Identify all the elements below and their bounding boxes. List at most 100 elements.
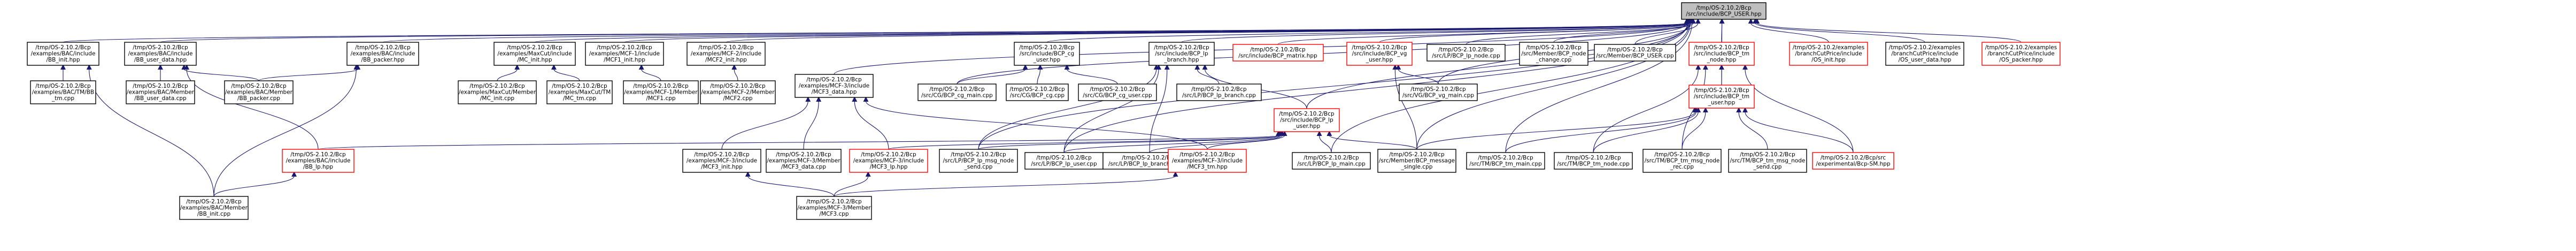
- node-bcp-lp-main-cpp[interactable]: /tmp/OS-2.10.2/Bcp/src/LP/BCP_lp_main.cp…: [1292, 152, 1371, 170]
- node-mcf1-cpp[interactable]: /tmp/OS-2.10.2/Bcp/examples/MCF-1/Member…: [623, 80, 699, 104]
- node-bcp-lp-user-cpp[interactable]: /tmp/OS-2.10.2/Bcp/src/LP/BCP_lp_user.cp…: [1024, 152, 1104, 170]
- node-label-line: /tmp/OS-2.10.2/Bcp: [1740, 151, 1795, 158]
- node-mcf3-tm-hpp[interactable]: /tmp/OS-2.10.2/Bcp/examples/MCF-3/includ…: [1168, 149, 1247, 173]
- node-label-line: _node.hpp: [1707, 57, 1737, 63]
- node-label-line: _user.hpp: [1293, 123, 1321, 130]
- node-label-line: /tmp/OS-2.10.2/examples: [1793, 44, 1864, 51]
- node-box: [796, 196, 872, 220]
- node-bcp-user-cpp[interactable]: /tmp/OS-2.10.2/Bcp/src/Member/BCP_USER.c…: [1594, 44, 1676, 62]
- node-bcp-matrix-hpp[interactable]: /tmp/OS-2.10.2/Bcp/src/include/BCP_matri…: [1232, 44, 1324, 62]
- node-label-line: /tmp/OS-2.10.2/Bcp: [633, 83, 689, 89]
- node-mcf2-init-hpp[interactable]: /tmp/OS-2.10.2/Bcp/examples/MCF-2/includ…: [687, 42, 766, 66]
- node-bcp-tm-node-hpp[interactable]: /tmp/OS-2.10.2/Bcp/src/include/BCP_tm_no…: [1688, 42, 1755, 66]
- node-box: [1594, 44, 1676, 62]
- node-bac-bb-init-hpp[interactable]: /tmp/OS-2.10.2/Bcp/examples/BAC/include/…: [27, 42, 99, 66]
- node-maxcut-mc-init-hpp[interactable]: /tmp/OS-2.10.2/Bcp/examples/MaxCut/inclu…: [493, 42, 576, 66]
- node-box: [1688, 42, 1755, 66]
- node-mcf2-cpp[interactable]: /tmp/OS-2.10.2/Bcp/examples/MCF-2/Member…: [700, 80, 776, 104]
- node-bcp-tm-user-hpp[interactable]: /tmp/OS-2.10.2/Bcp/src/include/BCP_tm_us…: [1688, 85, 1755, 109]
- node-bac-bb-lp-hpp[interactable]: /tmp/OS-2.10.2/Bcp/examples/BAC/include/…: [282, 149, 354, 173]
- node-root[interactable]: /tmp/OS-2.10.2/Bcp/src/include/BCP_USER.…: [1681, 2, 1767, 20]
- node-label-line: /examples/BAC/include: [31, 51, 96, 57]
- node-bac-bb-user-data-hpp[interactable]: /tmp/OS-2.10.2/Bcp/examples/BAC/include/…: [124, 42, 197, 66]
- node-label-line: /tmp/OS-2.10.2/Bcp: [1122, 155, 1177, 161]
- node-os-user-data-hpp[interactable]: /tmp/OS-2.10.2/examples/branchCutPrice/i…: [1885, 42, 1964, 66]
- node-label-line: /branchCutPrice/include: [1795, 51, 1862, 57]
- node-bcp-lp-branch-hpp[interactable]: /tmp/OS-2.10.2/Bcp/src/include/BCP_lp_br…: [1148, 42, 1215, 66]
- node-box: [27, 42, 99, 66]
- node-label-line: /tmp/OS-2.10.2/Bcp: [35, 83, 91, 89]
- node-label-line: /examples/MaxCut/TM: [549, 89, 611, 96]
- node-box: [1232, 44, 1324, 62]
- node-bcp-lp-user-hpp[interactable]: /tmp/OS-2.10.2/Bcp/src/include/BCP_lp_us…: [1274, 108, 1340, 132]
- node-bac-bb-tm-cpp[interactable]: /tmp/OS-2.10.2/Bcp/examples/BAC/TM/BB_tm…: [30, 80, 96, 104]
- node-box: [766, 149, 842, 173]
- node-box: [1642, 149, 1722, 173]
- node-label-line: _rec.cpp: [1670, 164, 1694, 170]
- node-box: [1812, 152, 1894, 170]
- node-label-line: /tmp/OS-2.10.2/Bcp: [951, 151, 1006, 158]
- edge-bcp-tm-node-cpp-to-bcp-tm-user-hpp: [1593, 107, 1701, 153]
- node-label-line: /examples/MCF-3/include: [1172, 158, 1243, 164]
- node-maxcut-mc-tm-cpp[interactable]: /tmp/OS-2.10.2/Bcp/examples/MaxCut/TM/MC…: [546, 80, 613, 104]
- node-bcp-lp-node-cpp[interactable]: /tmp/OS-2.10.2/Bcp/src/LP/BCP_lp_node.cp…: [1426, 44, 1506, 62]
- node-bcp-vg-user-hpp[interactable]: /tmp/OS-2.10.2/Bcp/src/include/BCP_vg_us…: [1346, 42, 1413, 66]
- node-label-line: /BB_packer.cpp: [237, 95, 280, 102]
- node-bac-bb-packer-hpp[interactable]: /tmp/OS-2.10.2/Bcp/examples/BAC/include/…: [346, 42, 419, 66]
- node-label-line: /BB_init.hpp: [46, 57, 80, 63]
- node-label-line: /tmp/OS-2.10.2/Bcp: [133, 83, 188, 89]
- node-bcp-lp-msg-node-send-cpp[interactable]: /tmp/OS-2.10.2/Bcp/src/LP/BCP_lp_msg_nod…: [939, 149, 1018, 173]
- node-os-init-hpp[interactable]: /tmp/OS-2.10.2/examples/branchCutPrice/i…: [1789, 42, 1868, 66]
- edge-bac-bb-init-cpp-to-bac-bb-lp-hpp: [213, 171, 297, 197]
- edge-mcf3-cpp-to-mcf3-init-hpp: [745, 171, 835, 197]
- node-bcp-cg-main-cpp[interactable]: /tmp/OS-2.10.2/Bcp/src/CG/BCP_cg_main.cp…: [917, 83, 997, 101]
- node-bcp-cg-user-cpp[interactable]: /tmp/OS-2.10.2/Bcp/src/CG/BCP_cg_user.cp…: [1078, 83, 1157, 101]
- node-label-line: /src/include/BCP_tm: [1694, 94, 1749, 100]
- node-label-line: /examples/MCF-2/Member: [701, 89, 775, 96]
- node-mcf3-data-cpp[interactable]: /tmp/OS-2.10.2/Bcp/examples/MCF-3/Member…: [766, 149, 842, 173]
- node-box: [126, 80, 195, 104]
- node-box: [1728, 149, 1807, 173]
- node-label-line: /examples/MCF-2/include: [691, 51, 761, 57]
- node-box: [1346, 42, 1413, 66]
- node-label-line: /src/LP/BCP_lp_branch.cpp: [1182, 93, 1256, 99]
- node-mcf3-data-hpp[interactable]: /tmp/OS-2.10.2/Bcp/examples/MCF-3/includ…: [795, 74, 874, 98]
- edge-mcf3-init-hpp-to-mcf3-data-hpp: [721, 96, 811, 150]
- edge-bcp-lp-msg-node-send-cpp-to-bcp-lp-branch-hpp: [978, 64, 1159, 150]
- node-label-line: /BB_packer.hpp: [361, 57, 405, 63]
- node-label-line: /examples/BAC/include: [351, 51, 415, 57]
- node-mcf3-lp-hpp[interactable]: /tmp/OS-2.10.2/Bcp/examples/MCF-3/includ…: [849, 149, 928, 173]
- node-label-line: /MCF3_lp.hpp: [870, 164, 908, 170]
- node-os-packer-hpp[interactable]: /tmp/OS-2.10.2/examples/branchCutPrice/i…: [1981, 42, 2061, 66]
- edge-bcp-sm-hpp-to-bcp-tm-node-hpp: [1742, 64, 1854, 153]
- node-bcp-cg-user-hpp[interactable]: /tmp/OS-2.10.2/Bcp/src/include/BCP_cg_us…: [1014, 42, 1080, 66]
- node-box: [1176, 83, 1262, 101]
- node-bcp-tm-main-cpp[interactable]: /tmp/OS-2.10.2/Bcp/src/TM/BCP_tm_main.cp…: [1466, 152, 1545, 170]
- node-box: [124, 42, 197, 66]
- node-bac-bb-init-cpp[interactable]: /tmp/OS-2.10.2/Bcp/examples/BAC/Member/B…: [179, 196, 249, 220]
- node-maxcut-mc-init-cpp[interactable]: /tmp/OS-2.10.2/Bcp/examples/MaxCut/Membe…: [458, 80, 537, 104]
- node-box: [458, 80, 537, 104]
- edge-bcp-cg-user-cpp-to-bcp-cg-user-hpp: [1064, 64, 1118, 85]
- node-bcp-tm-msg-node-send-cpp[interactable]: /tmp/OS-2.10.2/Bcp/src/TM/BCP_tm_msg_nod…: [1728, 149, 1807, 173]
- node-bcp-node-change-cpp[interactable]: /tmp/OS-2.10.2/Bcp/src/Member/BCP_node_c…: [1519, 42, 1588, 66]
- node-bcp-tm-msg-node-rec-cpp[interactable]: /tmp/OS-2.10.2/Bcp/src/TM/BCP_tm_msg_nod…: [1642, 149, 1722, 173]
- node-label-line: /tmp/OS-2.10.2/Bcp: [290, 151, 346, 158]
- node-bcp-sm-hpp[interactable]: /tmp/OS-2.10.2/Bcp/src/experimental/Bcp-…: [1812, 152, 1894, 170]
- edge-bcp-user-cpp-to-root: [1634, 18, 1701, 45]
- node-label-line: /OS_user_data.hpp: [1899, 57, 1952, 63]
- node-label-line: /examples/MCF-3/Member: [767, 158, 840, 164]
- edge-mcf1-cpp-to-mcf1-init-hpp: [638, 64, 661, 81]
- node-mcf3-cpp[interactable]: /tmp/OS-2.10.2/Bcp/examples/MCF-3/Member…: [796, 196, 872, 220]
- node-bcp-message-single-cpp[interactable]: /tmp/OS-2.10.2/Bcp/src/Member/BCP_messag…: [1377, 149, 1456, 173]
- node-bcp-vg-main-cpp[interactable]: /tmp/OS-2.10.2/Bcp/src/VG/BCP_vg_main.cp…: [1399, 83, 1478, 101]
- node-bcp-tm-node-cpp[interactable]: /tmp/OS-2.10.2/Bcp/src/TM/BCP_tm_node.cp…: [1554, 152, 1633, 170]
- node-box: [493, 42, 576, 66]
- node-bcp-cg-cpp[interactable]: /tmp/OS-2.10.2/Bcp/src/CG/BCP_cg.cpp: [1006, 83, 1069, 101]
- node-mcf1-init-hpp[interactable]: /tmp/OS-2.10.2/Bcp/examples/MCF-1/includ…: [585, 42, 664, 66]
- node-bac-bb-packer-cpp[interactable]: /tmp/OS-2.10.2/Bcp/examples/BAC/Member/B…: [224, 80, 294, 104]
- node-bac-bb-user-data-cpp[interactable]: /tmp/OS-2.10.2/Bcp/examples/BAC/Member/B…: [126, 80, 195, 104]
- node-label-line: /tmp/OS-2.10.2/Bcp: [1694, 44, 1749, 51]
- node-mcf3-init-hpp[interactable]: /tmp/OS-2.10.2/Bcp/examples/MCF-3/includ…: [682, 149, 761, 173]
- node-bcp-lp-branch-cpp[interactable]: /tmp/OS-2.10.2/Bcp/src/LP/BCP_lp_branch.…: [1176, 83, 1262, 101]
